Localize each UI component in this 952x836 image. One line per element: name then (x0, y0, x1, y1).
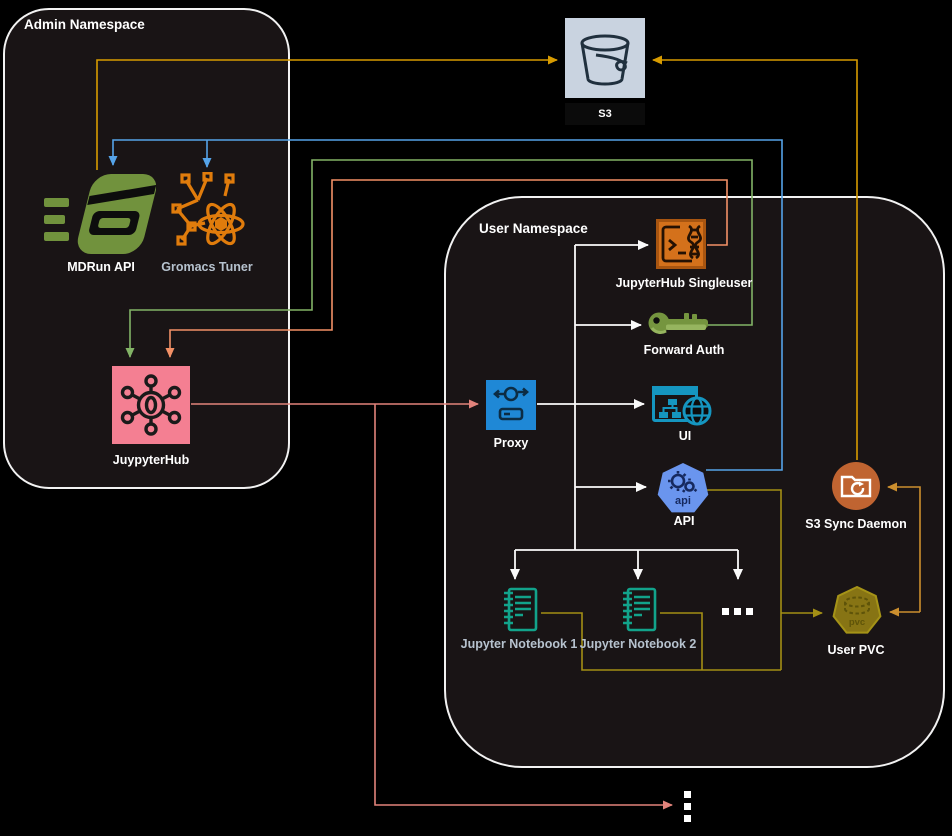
terminal-dna-icon (656, 219, 706, 269)
browser-globe-icon (652, 386, 712, 426)
s3-sync-daemon-label: S3 Sync Daemon (805, 517, 907, 531)
svg-text:pvc: pvc (849, 617, 865, 628)
node-s3-sync-daemon (832, 462, 880, 515)
s3-label: S3 (565, 103, 645, 125)
jupyter-notebook-2-label: Jupyter Notebook 2 (579, 637, 697, 651)
dot (684, 815, 691, 822)
mdrun-api-label: MDRun API (67, 260, 135, 274)
api-label: API (673, 514, 695, 528)
dot (684, 803, 691, 810)
gromacs-tuner-label: Gromacs Tuner (161, 260, 253, 274)
jupyter-notebook-1-label: Jupyter Notebook 1 (460, 637, 578, 651)
ellipsis-horizontal (722, 608, 753, 615)
ui-label: UI (678, 429, 692, 443)
hub-network-icon (112, 366, 190, 444)
s3-bucket-icon (565, 18, 645, 98)
key-icon (648, 312, 708, 334)
user-pvc-label: User PVC (827, 643, 885, 657)
dot (684, 791, 691, 798)
folder-sync-icon (832, 462, 880, 510)
notebook-icon (504, 587, 538, 632)
node-gromacs-tuner (167, 171, 247, 259)
dot (746, 608, 753, 615)
juypyterhub-label: JuypyterHub (112, 453, 190, 467)
node-forward-auth (648, 306, 710, 347)
pvc-heptagon-icon: pvc (832, 585, 882, 634)
forward-auth-label: Forward Auth (643, 343, 725, 357)
proxy-arrows-icon (486, 380, 536, 430)
k8s-api-heptagon-icon: api (657, 463, 709, 513)
dot (722, 608, 729, 615)
node-juypyterhub (112, 366, 190, 449)
jupyterhub-singleuser-label: JupyterHub Singleuser (615, 276, 753, 290)
node-jupyterhub-singleuser (656, 219, 706, 274)
admin-namespace-label: Admin Namespace (24, 17, 145, 32)
svg-text:api: api (675, 495, 691, 507)
node-mdrun-api (44, 170, 157, 263)
node-s3: S3 (565, 18, 645, 125)
node-api: api (654, 459, 712, 522)
proxy-label: Proxy (493, 436, 529, 450)
ellipsis-vertical (684, 791, 691, 822)
user-namespace-label: User Namespace (479, 221, 588, 236)
node-proxy (486, 380, 536, 435)
node-user-pvc: pvc (831, 585, 883, 641)
node-jupyter-notebook-2 (619, 586, 659, 639)
notebook-icon (623, 587, 657, 632)
node-jupyter-notebook-1 (500, 586, 540, 639)
molecule-atom-icon (171, 171, 245, 246)
node-ui (652, 382, 712, 431)
dot (734, 608, 741, 615)
mdrun-logo-icon (44, 174, 157, 254)
